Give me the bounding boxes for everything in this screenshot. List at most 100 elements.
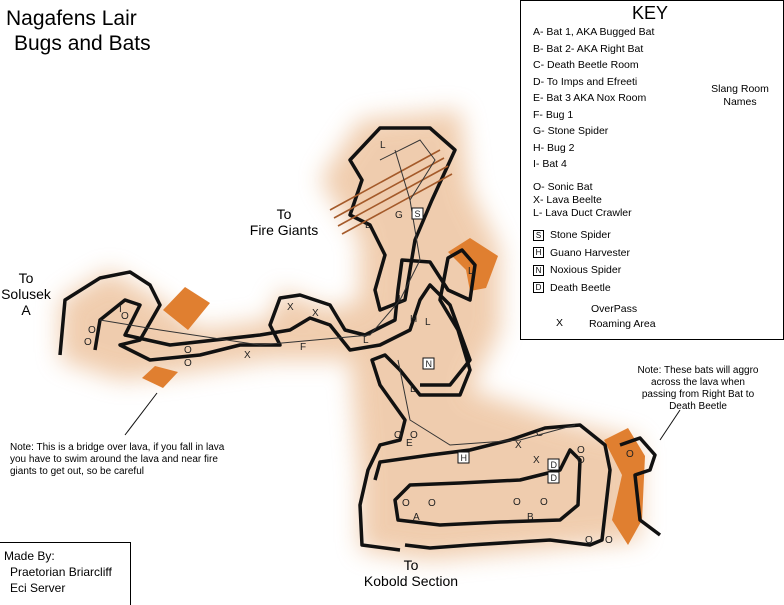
svg-text:S: S	[415, 209, 421, 219]
map-mark: L	[365, 220, 371, 231]
map-mark: X	[244, 350, 251, 361]
map-mark: O	[184, 345, 192, 356]
key-room-e: E- Bat 3 AKA Nox Room	[533, 92, 647, 104]
map-mark: B	[527, 512, 534, 523]
author-name: Praetorian Briarcliff	[10, 565, 112, 579]
key-symbol-label: Noxious Spider	[550, 264, 622, 276]
map-mark: X	[533, 455, 540, 466]
key-symbol-list: S Stone Spider H Guano Harvester N Noxious …	[533, 229, 630, 295]
key-symbol-box: S	[533, 229, 544, 241]
map-symbol-box: D	[547, 471, 560, 484]
author-box: Made By: Praetorian Briarcliff Eci Serve…	[0, 542, 131, 605]
map-mark: X	[287, 302, 294, 313]
note-bats: Note: These bats will aggro across the l…	[637, 365, 759, 412]
map-mark: O	[605, 535, 613, 546]
key-mob-sonic-bat: O- Sonic Bat	[533, 181, 593, 193]
key-symbol-label: Death Beetle	[550, 281, 611, 294]
key-mob-lava-crawler: L- Lava Duct Crawler	[533, 207, 632, 219]
svg-text:D: D	[551, 473, 558, 483]
map-mark: O	[88, 325, 96, 336]
key-symbol-box: H	[533, 247, 544, 259]
svg-text:H: H	[461, 453, 468, 463]
overpass-lines	[329, 149, 453, 235]
map-title: Nagafens Lair Bugs and Bats	[6, 6, 151, 56]
title-line-1: Nagafens Lair	[6, 7, 137, 30]
map-mark: L	[380, 140, 386, 151]
map-mark: F	[300, 342, 306, 353]
key-mob-list: O- Sonic Bat X- Lava Beelte L- Lava Duct…	[533, 181, 632, 220]
map-mark: O	[513, 497, 521, 508]
author-server: Eci Server	[10, 581, 66, 595]
svg-text:N: N	[426, 359, 433, 369]
map-mark: O	[394, 430, 402, 441]
map-mark: X	[515, 440, 522, 451]
key-roaming-mark: X	[556, 317, 564, 329]
map-symbol-box: H	[457, 451, 470, 464]
map-mark: O	[184, 358, 192, 369]
key-symbol-label: Guano Harvester	[550, 246, 630, 259]
key-heading: KEY	[632, 3, 669, 23]
cave-walls	[58, 126, 662, 552]
map-mark: C	[536, 428, 543, 439]
map-mark: O	[577, 445, 585, 456]
key-roaming-label: Roaming Area	[589, 318, 656, 330]
wall-lower-hall-inner	[393, 448, 582, 527]
map-key: KEY A- Bat 1, AKA Bugged Bat B- Bat 2- A…	[520, 0, 784, 340]
wall-lower-hall	[373, 423, 612, 550]
key-symbol-box: N	[533, 264, 544, 276]
map-mark: L	[410, 384, 416, 395]
key-symbol-label: Stone Spider	[550, 229, 611, 241]
map-mark: O	[585, 535, 593, 546]
map-mark: X	[312, 308, 319, 319]
note-bridge: Note: This is a bridge over lava, if you…	[10, 442, 225, 477]
key-room-b: B- Bat 2- AKA Right Bat	[533, 42, 644, 55]
map-mark: O	[121, 311, 129, 322]
map-mark: O	[410, 430, 418, 441]
key-room-list: A- Bat 1, AKA Bugged Bat B- Bat 2- AKA R…	[533, 26, 654, 171]
svg-text:D: D	[551, 460, 558, 470]
map-mark: O	[540, 497, 548, 508]
map-mark: O	[402, 498, 410, 509]
key-symbol-guano-harvester: H Guano Harvester	[533, 247, 630, 260]
map-mark: O	[84, 337, 92, 348]
map-mark: G	[395, 210, 403, 221]
lava-pool-left	[163, 287, 210, 330]
map-mark: O	[428, 498, 436, 509]
author-made-by: Made By:	[4, 549, 55, 563]
map-mark: E	[406, 438, 413, 449]
key-symbol-stone-spider: S Stone Spider	[533, 229, 630, 242]
map-mark: O	[577, 455, 585, 466]
key-symbol-noxious-spider: N Noxious Spider	[533, 264, 630, 277]
map-symbol-box: N	[422, 357, 435, 370]
wall-main-inner	[93, 283, 472, 387]
key-room-f: F- Bug 1	[533, 108, 574, 121]
map-mark: L	[363, 335, 369, 346]
wall-north-lobe	[348, 126, 457, 312]
map-mark: H	[410, 314, 417, 325]
map-mark: A	[413, 512, 420, 523]
key-room-h: H- Bug 2	[533, 141, 575, 154]
wall-main-outer	[58, 248, 477, 552]
key-room-c: C- Death Beetle Room	[533, 59, 639, 71]
lava-river-right	[604, 428, 645, 545]
map-mark: L	[468, 266, 474, 277]
map-mark: L	[398, 294, 404, 305]
lava-bridge-lava	[142, 366, 178, 388]
map-mark: O	[626, 449, 634, 460]
key-mob-lava-beetle: X- Lava Beelte	[533, 194, 602, 206]
exit-fire-giants: To Fire Giants	[249, 206, 319, 238]
map-symbol-box: D	[547, 458, 560, 471]
wall-east-chamber	[619, 436, 662, 537]
exit-kobold: To Kobold Section	[363, 557, 459, 589]
key-overpass-label: OverPass	[591, 303, 638, 315]
key-room-g: G- Stone Spider	[533, 125, 609, 137]
map-mark: I	[119, 304, 122, 315]
cave-glow	[60, 110, 640, 560]
title-line-2: Bugs and Bats	[14, 32, 151, 55]
map-symbol-box: S	[411, 207, 424, 220]
key-slang-label: Slang Room Names	[711, 83, 769, 108]
